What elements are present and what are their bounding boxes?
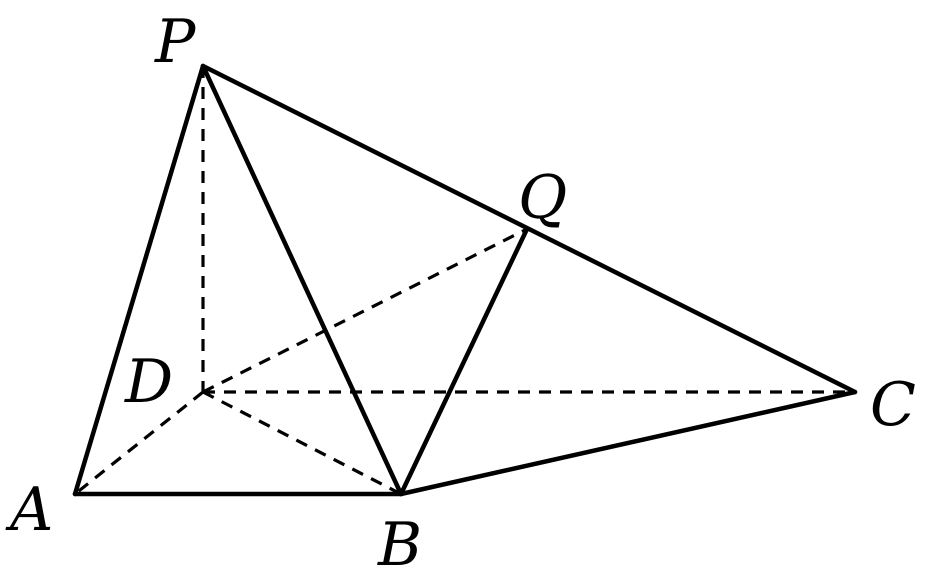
edges-group — [72, 63, 858, 497]
vertex-label-d: D — [124, 347, 173, 417]
edge-dq — [202, 227, 528, 394]
edge-da — [74, 390, 204, 496]
edge-bq — [398, 226, 530, 497]
vertex-label-a: A — [5, 475, 53, 545]
vertex-label-b: B — [377, 510, 422, 575]
edge-pa — [72, 63, 206, 497]
edge-db — [202, 390, 402, 496]
vertex-label-c: C — [870, 370, 916, 440]
vertex-label-q: Q — [518, 163, 567, 233]
edge-bc — [398, 389, 858, 497]
edge-pb — [200, 63, 404, 497]
vertex-label-p: P — [154, 7, 197, 77]
